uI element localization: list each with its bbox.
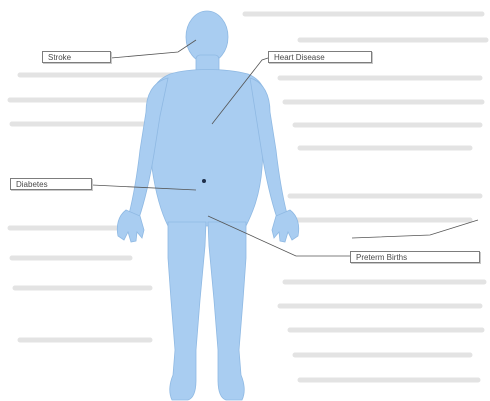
diabetes-label: Diabetes — [10, 178, 92, 190]
navel-dot — [202, 179, 206, 183]
preterm-births-label: Preterm Births — [350, 251, 480, 263]
stroke-label: Stroke — [42, 51, 111, 63]
side-leader-line — [352, 220, 478, 238]
stroke-leader-line — [111, 40, 196, 58]
human-body-silhouette — [117, 11, 298, 400]
heart-disease-label: Heart Disease — [268, 51, 372, 63]
